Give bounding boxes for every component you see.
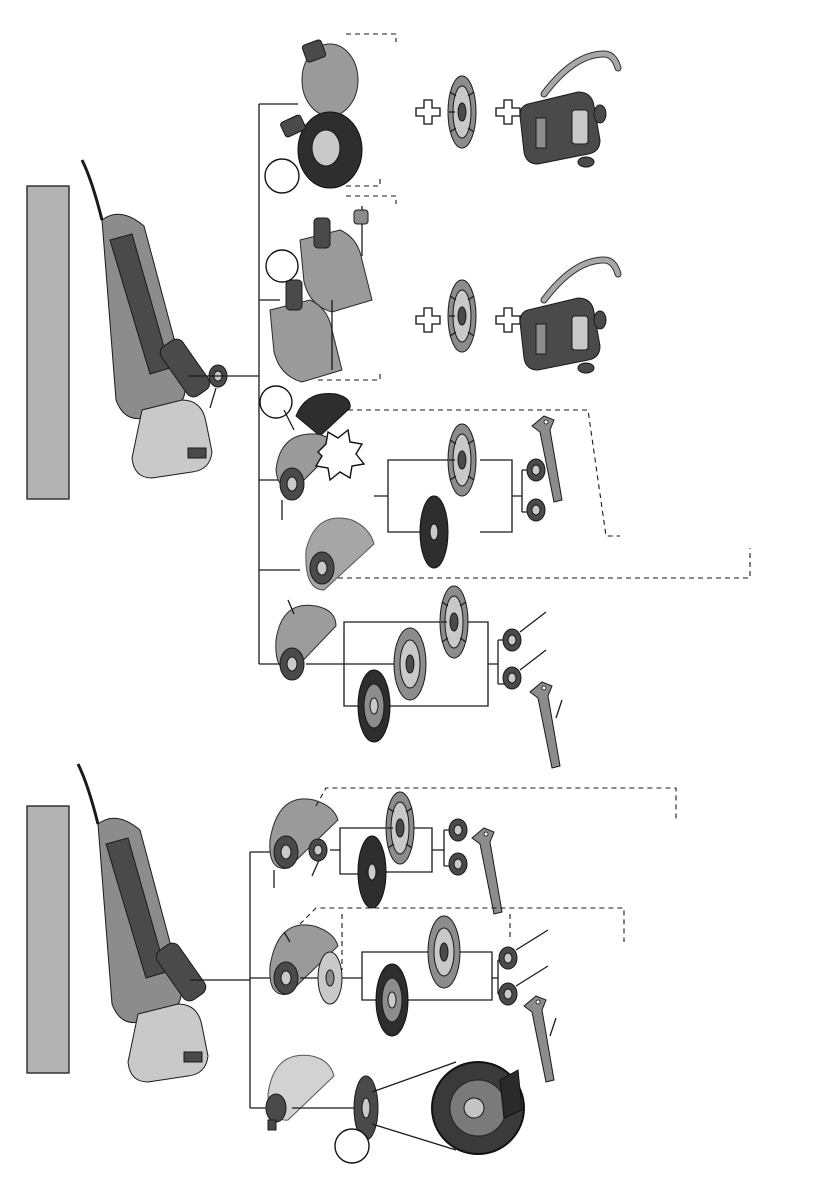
flap-disc-icon (428, 916, 460, 988)
plus-icon (496, 308, 520, 332)
pin-wrench-icon (472, 828, 502, 914)
lower-section (27, 764, 676, 1163)
pin-wrench-icon (524, 996, 554, 1082)
marker-1 (265, 159, 299, 193)
dust-extractor-icon (520, 54, 618, 167)
dashed-link (300, 908, 624, 970)
plus-icon (496, 100, 520, 124)
plus-icon (416, 100, 440, 124)
marker-3 (260, 386, 292, 418)
dust-extractor-icon (520, 260, 618, 373)
dashed-link (316, 788, 676, 822)
branch-split (342, 952, 506, 1000)
diamond-disc-icon (448, 424, 476, 496)
flange-nut-icon (503, 667, 521, 689)
marker-4 (335, 1129, 369, 1163)
flange-nut-icon (499, 983, 517, 1005)
diamond-disc-icon (448, 280, 476, 352)
flange-nut-icon (309, 839, 327, 861)
diamond-disc-icon (448, 76, 476, 148)
leader-line (210, 388, 216, 408)
angle-grinder-icon (78, 764, 209, 1082)
flange-nut-icon (449, 819, 467, 841)
flange-nut-icon (449, 853, 467, 875)
cutting-guard-icon (306, 518, 374, 590)
cutting-guard-icon (276, 605, 336, 680)
dashed-link (338, 548, 750, 578)
pin-wrench-icon (530, 682, 560, 768)
cutting-guard-icon (266, 1055, 334, 1130)
grinding-disc-icon (358, 836, 386, 908)
diamond-disc-icon (386, 792, 414, 864)
backing-pad-icon (318, 952, 342, 1004)
upper-section (27, 34, 750, 768)
grinding-disc-icon (420, 496, 448, 568)
flange-nut-icon (499, 947, 517, 969)
lower-section-panel (27, 806, 69, 1073)
flange-nut-icon (527, 499, 545, 521)
upper-section-panel (27, 186, 69, 499)
diamond-disc-icon (440, 586, 468, 658)
grinding-disc-icon (358, 670, 390, 742)
cutting-guard-icon (270, 206, 372, 382)
flap-disc-icon (394, 628, 426, 700)
flange-nut-icon (527, 459, 545, 481)
cutting-guard-icon (270, 799, 338, 869)
angle-grinder-icon (82, 160, 213, 478)
marker-2 (266, 250, 298, 282)
plus-icon (416, 308, 440, 332)
dashed-link (348, 410, 620, 536)
zoom-detail-icon (432, 1062, 524, 1154)
grinding-disc-icon (376, 964, 408, 1036)
flange-nut-icon (503, 629, 521, 651)
